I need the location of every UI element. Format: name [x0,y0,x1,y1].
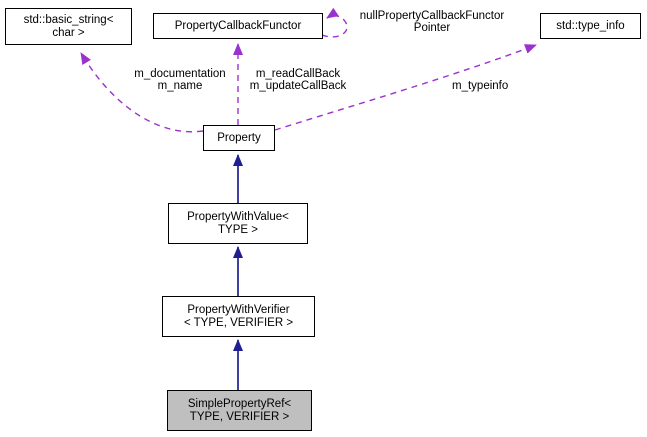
edge-label-documentation-name: m_documentation m_name [134,68,226,92]
edge-label-read-update-callback: m_readCallBack m_updateCallBack [249,68,347,92]
node-std-basic-string[interactable]: std::basic_string< char > [5,8,132,45]
node-property-callback-functor[interactable]: PropertyCallbackFunctor [153,13,323,39]
node-std-type-info[interactable]: std::type_info [540,13,641,39]
edge-label-typeinfo: m_typeinfo [452,80,509,92]
node-property-with-verifier[interactable]: PropertyWithVerifier < TYPE, VERIFIER > [162,296,315,337]
node-simple-property-ref: SimplePropertyRef< TYPE, VERIFIER > [167,390,312,431]
node-property[interactable]: Property [203,125,275,151]
edge-usage-property-to-basicstring [80,52,204,133]
edge-usage-property-to-typeinfo [274,44,537,131]
edge-label-null-callback-pointer: nullPropertyCallbackFunctor Pointer [359,10,505,34]
edge-usage-callbackfunctor-self-loop [321,7,348,38]
node-property-with-value[interactable]: PropertyWithValue< TYPE > [168,203,308,244]
